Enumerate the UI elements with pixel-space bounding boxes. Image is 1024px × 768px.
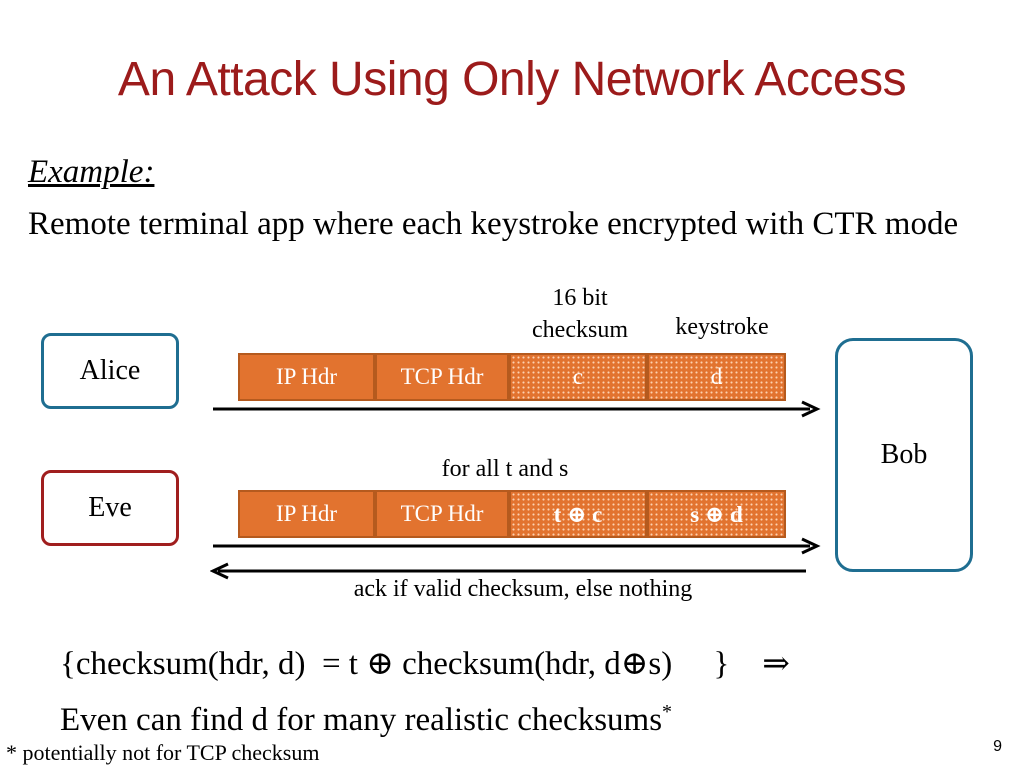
keystroke-header-label: keystroke	[675, 314, 769, 340]
arrow-bob-to-eve	[210, 562, 806, 580]
arrow-eve-to-bob	[213, 537, 821, 555]
formula-line1: {checksum(hdr, d) = t ⊕ checksum(hdr, d⊕…	[60, 646, 790, 682]
bob-label: Bob	[880, 439, 928, 470]
packet-ip-header: IP Hdr	[238, 353, 375, 401]
packet-ip-header: IP Hdr	[238, 490, 375, 538]
packet-alice: IP Hdr TCP Hdr c d	[238, 353, 786, 401]
checksum-header-line1: 16 bit	[552, 285, 608, 311]
checksum-header-label: 16 bit checksum	[510, 282, 650, 346]
packet-tcp-header: TCP Hdr	[375, 490, 509, 538]
packet-eve: IP Hdr TCP Hdr t ⊕ c s ⊕ d	[238, 490, 786, 538]
page-number: 9	[993, 738, 1002, 755]
packet-xored-checksum-field: t ⊕ c	[509, 490, 647, 538]
footnote: * potentially not for TCP checksum	[6, 740, 320, 765]
checksum-header-line2: checksum	[532, 317, 628, 343]
alice-box: Alice	[41, 333, 179, 409]
ack-label: ack if valid checksum, else nothing	[353, 576, 693, 602]
slide-title: An Attack Using Only Network Access	[117, 53, 907, 106]
bob-box: Bob	[835, 338, 973, 572]
formula-block: {checksum(hdr, d) = t ⊕ checksum(hdr, d⊕…	[60, 640, 790, 744]
packet-xored-keystroke-field: s ⊕ d	[647, 490, 786, 538]
forall-label: for all t and s	[441, 456, 569, 482]
arrow-alice-to-bob	[213, 400, 821, 418]
packet-tcp-header: TCP Hdr	[375, 353, 509, 401]
eve-label: Eve	[88, 492, 132, 523]
packet-checksum-field: c	[509, 353, 647, 401]
formula-line2: Even can find d for many realistic check…	[60, 702, 663, 738]
formula-superscript: *	[662, 701, 673, 723]
example-label: Example:	[28, 154, 155, 190]
packet-keystroke-field: d	[647, 353, 786, 401]
example-text: Remote terminal app where each keystroke…	[28, 206, 959, 242]
alice-label: Alice	[79, 355, 141, 386]
eve-box: Eve	[41, 470, 179, 546]
